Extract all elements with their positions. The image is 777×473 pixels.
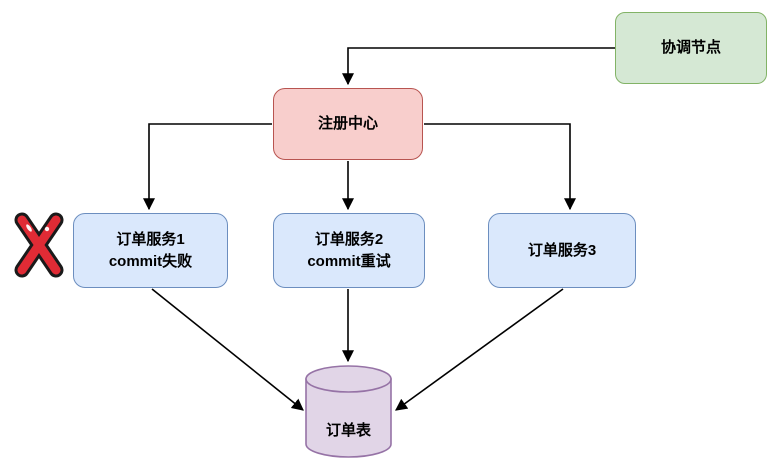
node-coordinator: 协调节点	[615, 12, 767, 84]
node-coordinator-label: 协调节点	[660, 39, 721, 57]
node-order-service-1-label: 订单服务1	[116, 230, 185, 248]
edge-coordinator-to-registry	[342, 47, 615, 86]
node-order-service-2-status: commit重试	[307, 252, 391, 270]
node-order-table-label: 订单表	[325, 422, 371, 439]
node-registry-label: 注册中心	[317, 115, 378, 133]
node-order-service-3-label: 订单服务3	[527, 241, 597, 259]
node-order-service-1: 订单服务1 commit失败	[73, 213, 228, 288]
database-cylinder	[305, 365, 392, 458]
node-registry: 注册中心	[273, 88, 423, 160]
edge-registry-to-service3	[424, 123, 576, 211]
node-order-service-1-status: commit失败	[108, 252, 193, 270]
edge-service3-to-table	[395, 288, 564, 411]
node-order-service-3: 订单服务3	[488, 213, 636, 288]
x-mark-icon	[14, 212, 64, 278]
edge-registry-to-service1	[143, 123, 272, 211]
node-order-service-2-label: 订单服务2	[314, 230, 384, 248]
node-order-service-2: 订单服务2 commit重试	[273, 213, 425, 288]
edge-service1-to-table	[151, 288, 304, 411]
